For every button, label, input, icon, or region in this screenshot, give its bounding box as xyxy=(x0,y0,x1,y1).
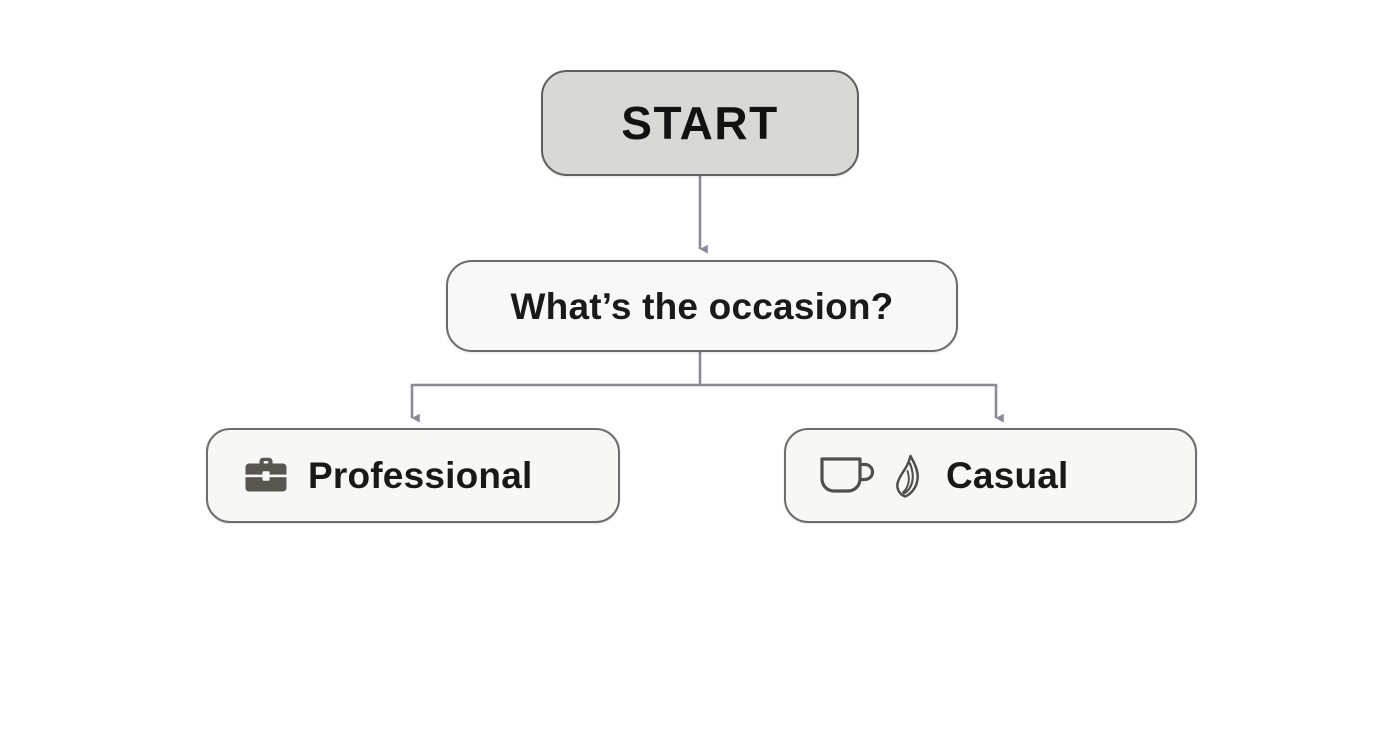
node-casual-label: Casual xyxy=(946,455,1069,496)
node-question[interactable]: What’s the occasion? xyxy=(446,260,958,352)
node-start[interactable]: START xyxy=(541,70,859,176)
node-professional[interactable]: Professional xyxy=(206,428,620,523)
steam-swirl-icon xyxy=(890,453,924,499)
node-question-label: What’s the occasion? xyxy=(510,285,894,327)
node-casual[interactable]: Casual xyxy=(784,428,1197,523)
coffee-cup-icon xyxy=(818,453,876,499)
node-professional-label: Professional xyxy=(308,455,533,496)
node-start-label: START xyxy=(621,97,779,149)
briefcase-icon xyxy=(240,450,292,502)
